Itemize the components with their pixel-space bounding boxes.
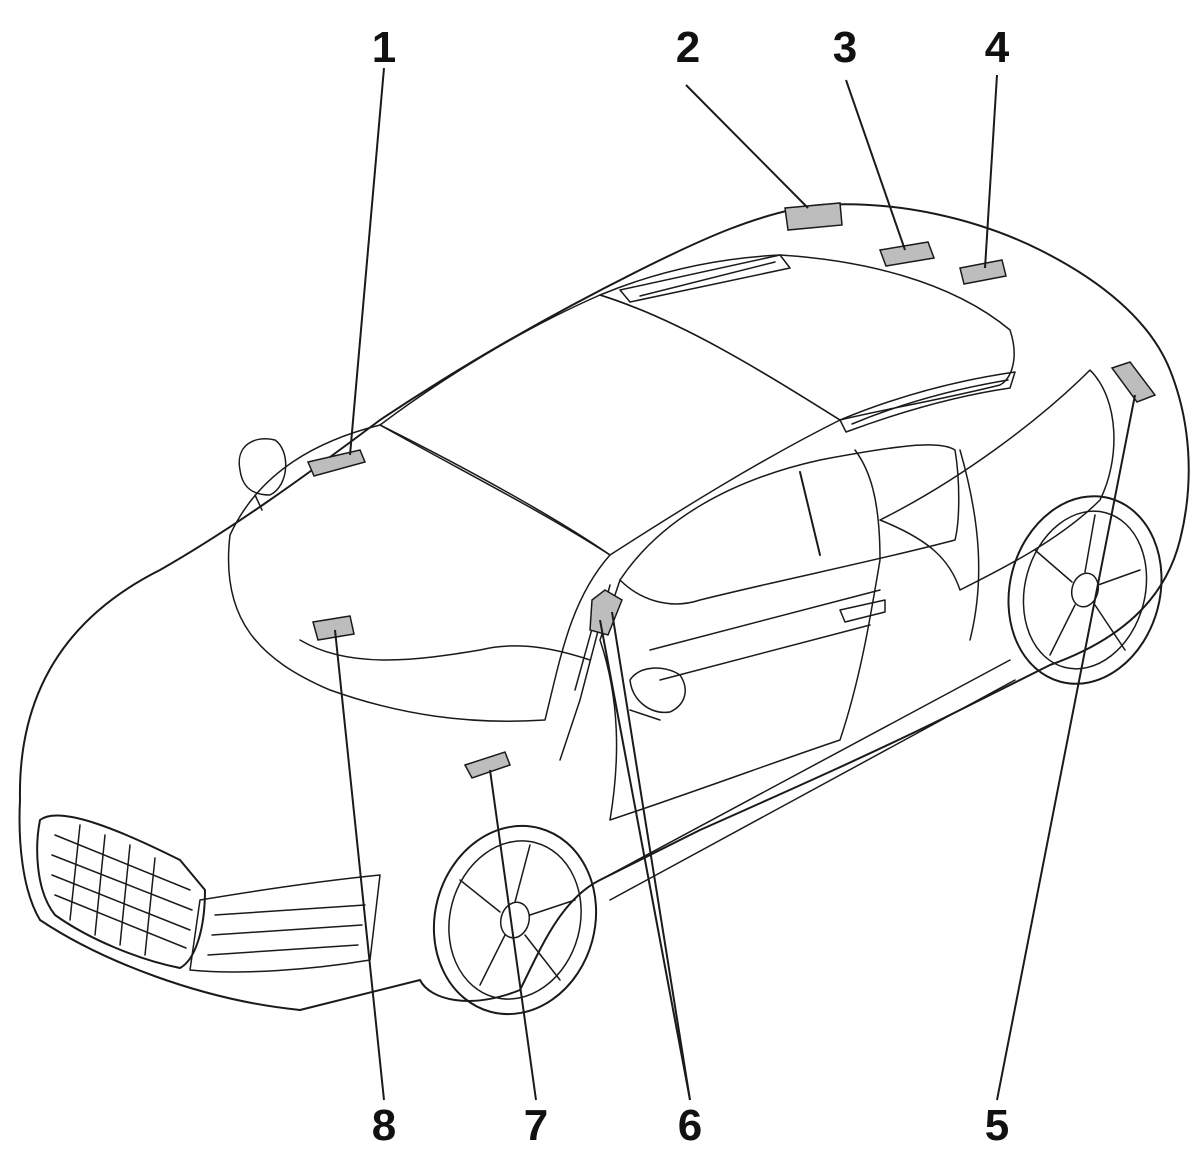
rear-vent-lower	[839, 371, 1016, 433]
near-mirror	[629, 667, 686, 714]
leader-4	[984, 74, 998, 269]
leader-7	[489, 769, 537, 1101]
callout-8: 8	[372, 1101, 396, 1150]
module-4	[959, 259, 1007, 285]
module-2	[784, 202, 843, 231]
module-1	[306, 449, 367, 477]
module-7	[463, 751, 511, 779]
side-blade	[879, 369, 1115, 591]
front-wheel	[432, 824, 598, 1016]
leader-3	[845, 79, 906, 251]
module-8	[312, 615, 355, 641]
module-5	[1110, 361, 1157, 403]
callout-6: 6	[678, 1101, 702, 1150]
windshield	[379, 294, 841, 556]
far-mirror	[238, 438, 287, 496]
callout-4: 4	[985, 23, 1010, 72]
rear-wheel	[1007, 495, 1163, 685]
callout-labels: 1 2 3 4 5 6 7 8	[372, 23, 1010, 1150]
callout-5: 5	[985, 1101, 1009, 1150]
module-3	[878, 241, 936, 267]
module-6	[589, 589, 623, 636]
callout-7: 7	[524, 1101, 548, 1150]
hood	[227, 424, 611, 722]
side-window	[619, 444, 960, 605]
car-body	[18, 203, 1190, 1016]
callout-1: 1	[372, 23, 396, 72]
leader-6a	[599, 619, 691, 1101]
callout-3: 3	[833, 23, 857, 72]
door-outline	[599, 449, 881, 821]
leader-lines	[334, 67, 1136, 1101]
leader-2	[685, 84, 809, 209]
front-grille	[36, 814, 206, 969]
leader-5	[996, 394, 1136, 1101]
front-intake	[189, 874, 381, 973]
leader-1	[349, 67, 385, 456]
leader-8	[334, 629, 385, 1101]
callout-2: 2	[676, 23, 700, 72]
rear-vent-upper	[619, 254, 791, 303]
modules	[306, 202, 1157, 779]
roof	[599, 254, 1015, 421]
leader-6b	[611, 611, 691, 1101]
